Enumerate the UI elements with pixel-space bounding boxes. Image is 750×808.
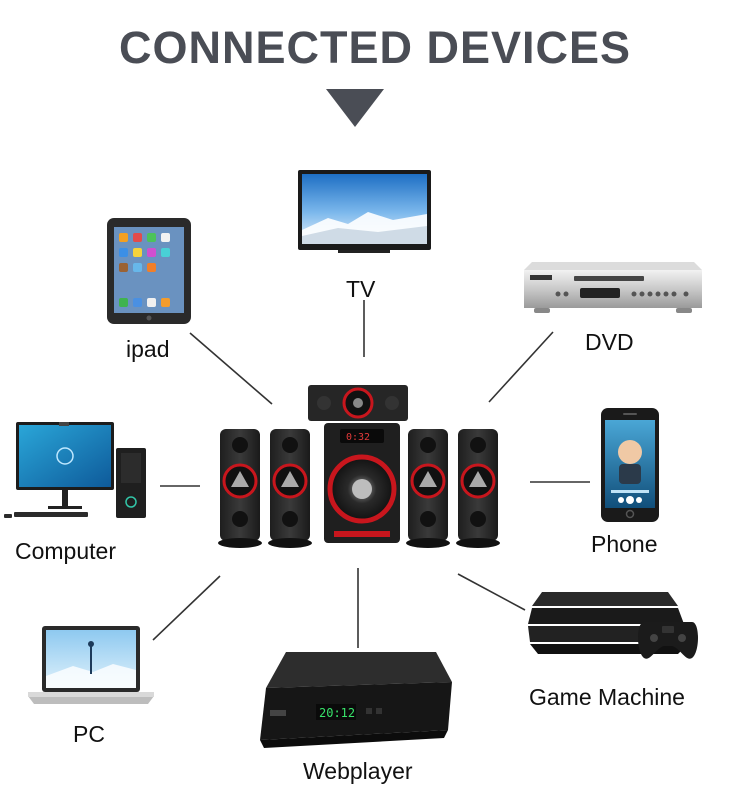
desktop-computer-icon	[4, 422, 146, 518]
page-title: CONNECTED DEVICES	[118, 22, 632, 73]
webplayer-display-text: 20:12	[319, 706, 355, 720]
smartphone-icon	[601, 408, 659, 522]
device-label-game: Game Machine	[529, 684, 685, 710]
device-label-tv: TV	[346, 276, 376, 302]
satellite-speaker-2	[268, 429, 312, 548]
satellite-speaker-3	[406, 429, 450, 548]
set-top-box-icon: 20:12	[260, 652, 452, 748]
device-label-computer: Computer	[15, 538, 116, 564]
device-label-dvd: DVD	[585, 329, 634, 355]
laptop-icon	[28, 626, 154, 704]
satellite-speaker-1	[218, 429, 262, 548]
connector-ipad	[189, 332, 273, 405]
speaker-display-text: 0:32	[346, 432, 370, 443]
dvd-player-icon	[524, 262, 702, 313]
connector-dvd	[488, 331, 554, 403]
tablet-icon	[107, 218, 191, 324]
tv-icon	[298, 170, 431, 253]
connector-game	[457, 573, 526, 611]
device-label-pc: PC	[73, 721, 105, 747]
satellite-speaker-4	[456, 429, 500, 548]
speaker-system-icon: 0:32	[218, 385, 500, 548]
device-label-ipad: ipad	[126, 336, 170, 362]
device-label-webplayer: Webplayer	[303, 758, 413, 784]
subwoofer: 0:32	[324, 423, 400, 543]
game-console-icon	[528, 592, 698, 659]
device-label-phone: Phone	[591, 531, 658, 557]
down-arrow-icon	[326, 89, 384, 127]
connector-pc	[152, 575, 221, 641]
